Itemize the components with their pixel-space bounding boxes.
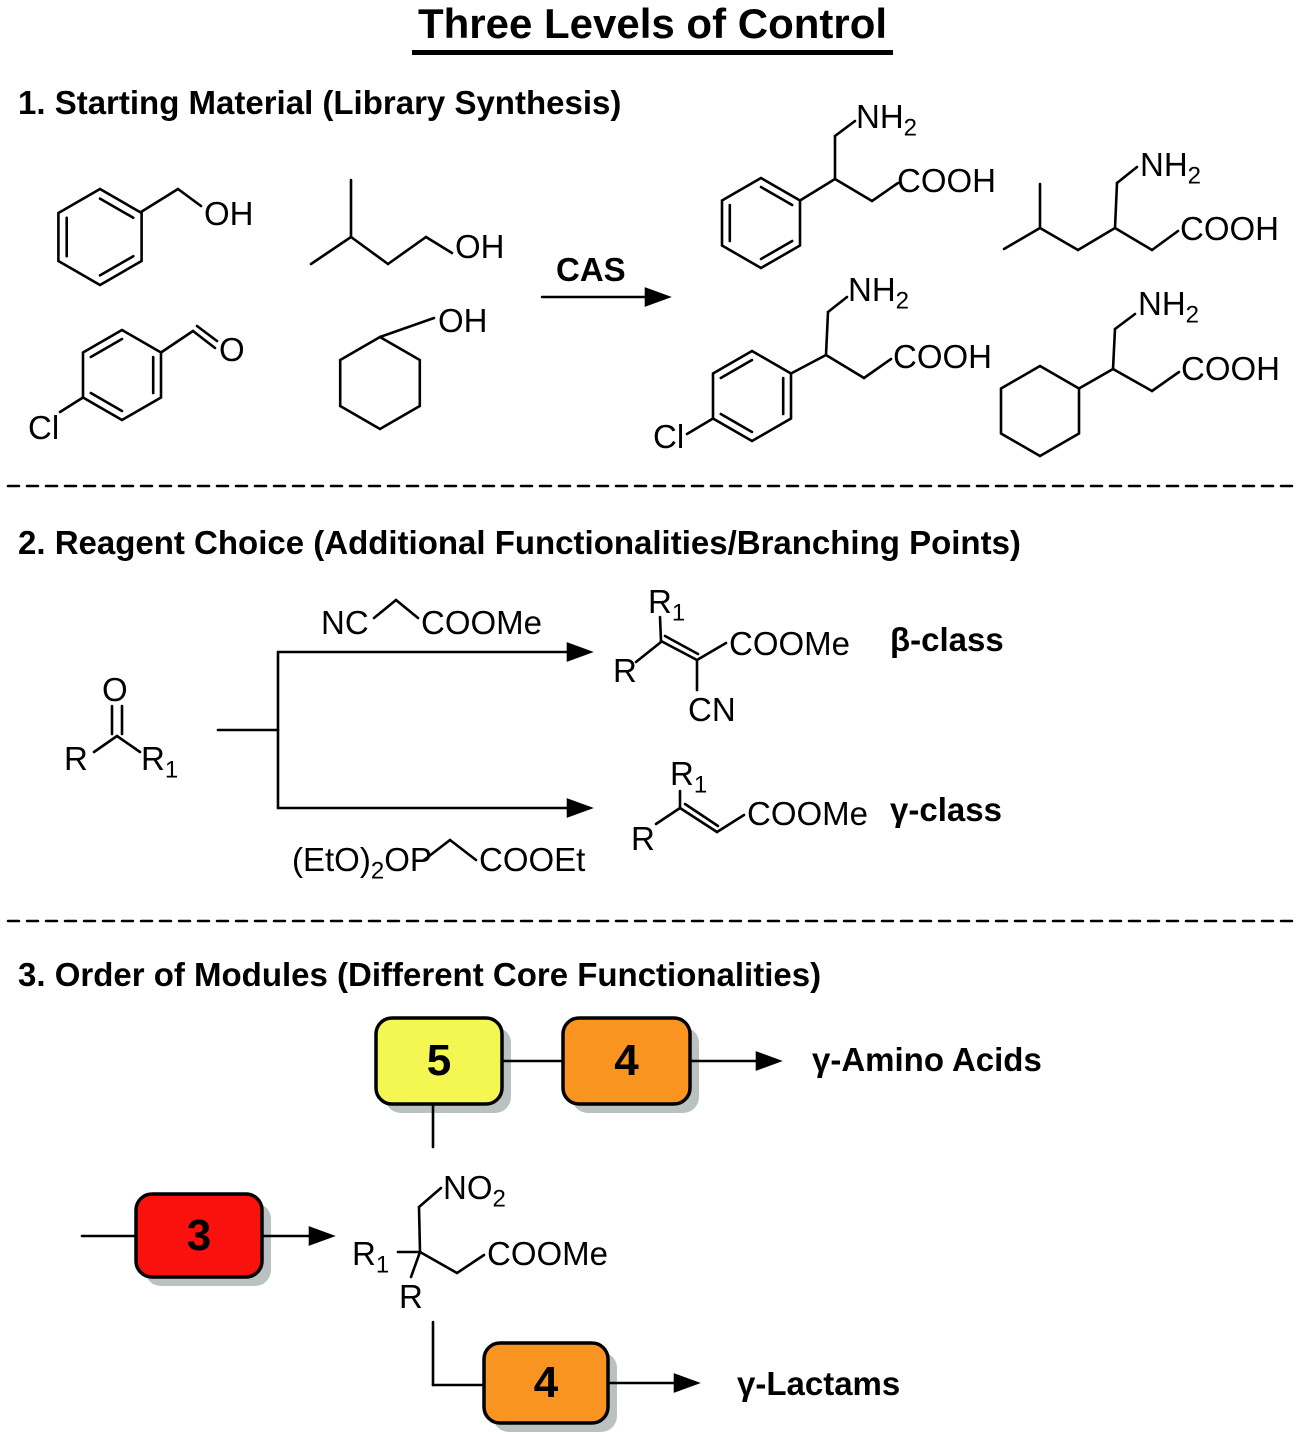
gamma-r1-label: R1	[670, 755, 708, 799]
product-c-nh2-label: NH2	[848, 271, 910, 315]
module-3-number: 3	[186, 1211, 212, 1260]
beta-r-label: R	[613, 652, 637, 689]
gamma-lactams-label: γ-Lactams	[737, 1365, 901, 1402]
nitro-ester-label: COOMe	[487, 1235, 609, 1272]
gamma-ester-label: COOMe	[747, 795, 869, 832]
gamma-class-structure	[654, 789, 746, 834]
nitro-r-label: R	[399, 1278, 423, 1315]
module-3-box	[134, 1192, 264, 1279]
cyanoacetate-nc-label: NC	[321, 604, 369, 641]
beta-class-label: β-class	[890, 621, 1004, 658]
isoamyl-oh-label: OH	[455, 228, 505, 265]
beta-class-structure	[634, 615, 728, 692]
section-1-heading: 1. Starting Material (Library Synthesis)	[18, 84, 622, 121]
aldehyde-o-label: O	[219, 331, 245, 368]
beta-r1-label: R1	[648, 583, 686, 627]
benzyl-alcohol-structure	[57, 187, 203, 287]
nitro-ester-structure	[396, 1186, 486, 1279]
gamma-r-label: R	[631, 820, 655, 857]
beta-ester-label: COOMe	[729, 625, 851, 662]
ketone-r1-label: R1	[141, 740, 179, 784]
cyclohexanol-structure	[338, 316, 436, 431]
aryl-cl-label: Cl	[28, 409, 60, 446]
product-d-cooh-label: COOH	[1181, 350, 1280, 387]
page-title: Three Levels of Control	[0, 0, 1305, 55]
section-2-heading: 2. Reagent Choice (Additional Functional…	[18, 524, 1021, 561]
ketone-o-label: O	[102, 671, 128, 708]
chlorobenzaldehyde-structure	[58, 324, 219, 422]
nitro-no2-label: NO2	[443, 1169, 506, 1213]
cas-arrow	[540, 287, 672, 307]
isoamyl-alcohol-structure	[309, 178, 454, 266]
phosphonate-label: (EtO)2OP	[292, 841, 432, 885]
product-phenyl-gaba-structure	[720, 119, 900, 270]
beta-cn-label: CN	[688, 691, 736, 728]
ketone-r-label: R	[64, 740, 88, 777]
product-a-nh2-label: NH2	[856, 98, 918, 142]
module-flowchart	[80, 1016, 783, 1432]
phosphonate-ester-label: COOEt	[479, 841, 586, 878]
benzyl-oh-label: OH	[204, 195, 254, 232]
cas-arrow-label: CAS	[556, 251, 626, 288]
gamma-class-label: γ-class	[890, 791, 1002, 828]
product-a-cooh-label: COOH	[897, 162, 996, 199]
cyclohexanol-oh-label: OH	[438, 302, 488, 339]
module-5-box	[374, 1016, 504, 1106]
product-chlorophenyl-gaba-structure	[685, 295, 893, 443]
section-3-heading: 3. Order of Modules (Different Core Func…	[18, 956, 822, 993]
nitro-r1-label: R1	[352, 1235, 390, 1279]
module-4-box	[561, 1016, 692, 1106]
cyanoacetate-ester-label: COOMe	[421, 604, 543, 641]
product-c-cooh-label: COOH	[893, 338, 992, 375]
cyanoacetate-reagent-bond	[372, 598, 420, 620]
product-cyclohexyl-gaba-structure	[999, 312, 1181, 458]
product-b-nh2-label: NH2	[1140, 146, 1202, 190]
module-4b-number: 4	[533, 1358, 559, 1407]
product-isobutyl-gaba-structure	[1002, 165, 1180, 252]
product-b-cooh-label: COOH	[1180, 210, 1279, 247]
gamma-amino-acids-label: γ-Amino Acids	[812, 1041, 1042, 1078]
product-c-cl-label: Cl	[653, 418, 685, 455]
branch-arrows	[216, 642, 594, 818]
product-d-nh2-label: NH2	[1138, 285, 1200, 329]
phosphonate-reagent-bond	[422, 838, 478, 862]
ketone-structure	[92, 704, 142, 754]
module-4-number: 4	[614, 1036, 639, 1085]
module-5-number: 5	[426, 1036, 452, 1085]
module-4b-box	[482, 1341, 610, 1425]
